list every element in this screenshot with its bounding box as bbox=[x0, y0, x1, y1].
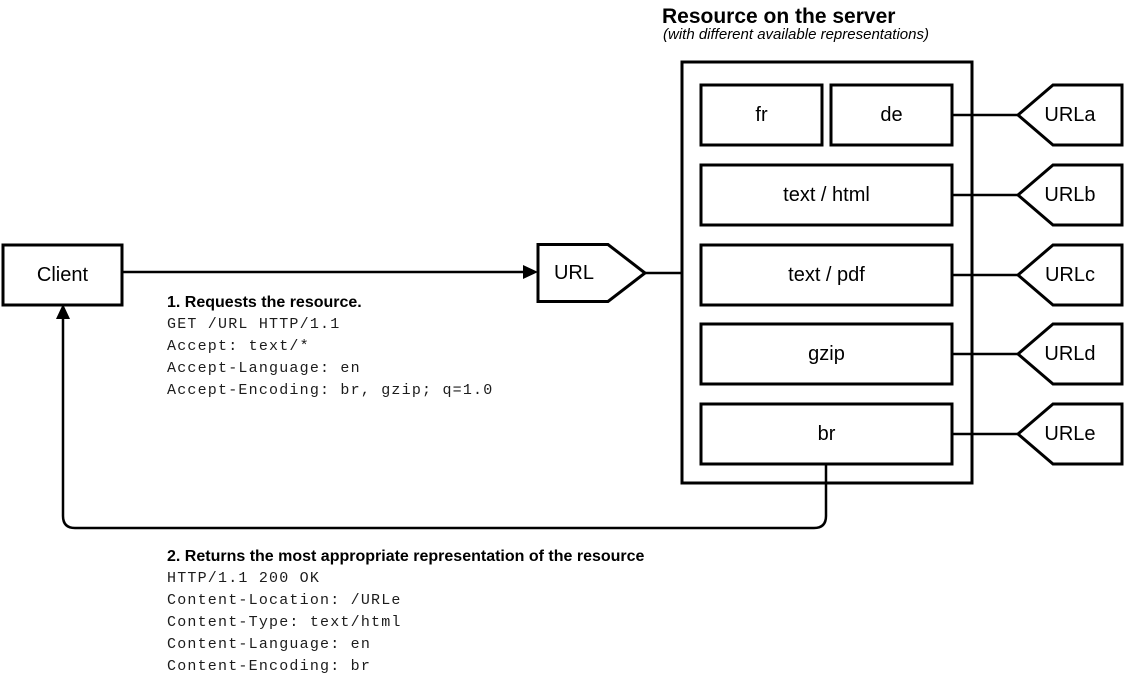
response-message-block: 2. Returns the most appropriate represen… bbox=[167, 548, 644, 678]
representation-box-fr bbox=[699, 83, 824, 147]
representation-label-gzip: gzip bbox=[808, 342, 845, 365]
url-tag-shape-b bbox=[1015, 163, 1124, 227]
request-message-block: 1. Requests the resource. GET /URL HTTP/… bbox=[167, 294, 493, 402]
url-tag-shape-c bbox=[1015, 243, 1124, 307]
request-line: Accept: text/* bbox=[167, 338, 310, 355]
url-tag-shape-a bbox=[1015, 83, 1124, 147]
url-tag-label-a: URLa bbox=[1044, 103, 1096, 126]
response-line: HTTP/1.1 200 OK bbox=[167, 570, 321, 587]
request-heading: 1. Requests the resource. bbox=[167, 294, 362, 311]
url-tag-label-b: URLb bbox=[1044, 183, 1096, 206]
response-line: Content-Type: text/html bbox=[167, 614, 402, 631]
representation-label-text-pdf: text / pdf bbox=[788, 263, 865, 286]
representation-label-text-html: text / html bbox=[783, 183, 870, 206]
response-heading: 2. Returns the most appropriate represen… bbox=[167, 548, 645, 565]
url-node-label: URL bbox=[553, 261, 594, 284]
response-line: Content-Language: en bbox=[167, 636, 372, 653]
response-line: Content-Location: /URLe bbox=[167, 592, 402, 609]
representation-label-fr: fr bbox=[755, 103, 768, 126]
representation-box-text-pdf bbox=[699, 243, 954, 307]
response-return-path bbox=[61, 310, 828, 530]
server-title: Resource on the server bbox=[662, 5, 896, 28]
request-line: Accept-Encoding: br, gzip; q=1.0 bbox=[167, 382, 494, 399]
representation-box-gzip bbox=[699, 322, 954, 386]
url-tag-label-e: URLe bbox=[1044, 422, 1096, 445]
url-tag-label-c: URLc bbox=[1044, 263, 1095, 286]
url-tag-shape-d bbox=[1015, 322, 1124, 386]
client-label: Client bbox=[36, 263, 89, 286]
server-subtitle: (with different available representation… bbox=[663, 26, 929, 43]
request-arrowhead-icon bbox=[523, 265, 538, 279]
representation-label-br: br bbox=[817, 422, 836, 445]
request-line: Accept-Language: en bbox=[167, 360, 361, 377]
client-box bbox=[1, 243, 124, 307]
url-tag-shape-e bbox=[1015, 402, 1124, 466]
response-arrowhead-icon bbox=[56, 304, 70, 319]
url-pentagon bbox=[536, 243, 648, 303]
representation-box-de bbox=[829, 83, 954, 147]
representation-box-text-html bbox=[699, 163, 954, 227]
response-line: Content-Encoding: br bbox=[167, 658, 372, 675]
representation-label-de: de bbox=[880, 103, 903, 126]
url-tag-label-d: URLd bbox=[1044, 342, 1096, 365]
request-line: GET /URL HTTP/1.1 bbox=[167, 316, 341, 333]
